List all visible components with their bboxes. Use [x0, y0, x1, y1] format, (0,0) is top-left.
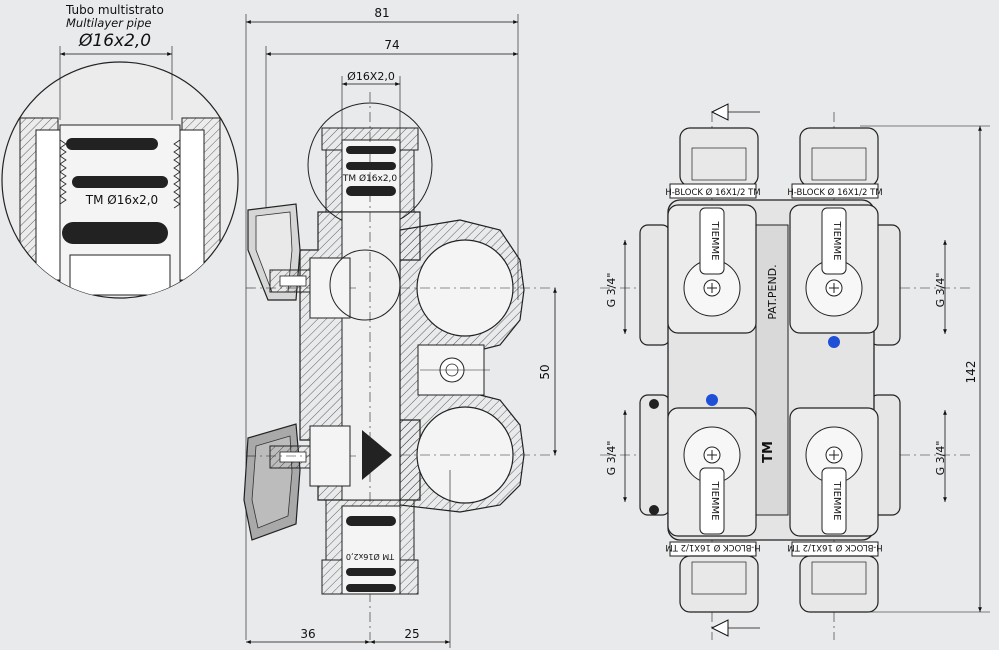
- brand-bottom-right: TIEMME: [831, 481, 842, 521]
- pipe-detail-magnifier: TM Ø16x2,0: [1, 46, 239, 299]
- brand-top-right: TIEMME: [831, 221, 842, 261]
- brand-bottom-left: TIEMME: [709, 481, 720, 521]
- front-view: 142 G 3/4" G 3/4" G 3/4" G 3/4" PAT.PEND…: [600, 103, 990, 640]
- detail-title-english: Multilayer pipe: [66, 16, 152, 30]
- brand-top-left: TIEMME: [709, 221, 720, 261]
- thread-label-top-right: G 3/4": [934, 273, 947, 308]
- block-label-bottom-left: H-BLOCK Ø 16X1/2 TM: [665, 542, 760, 553]
- blue-marker-dot: [706, 394, 718, 406]
- section-view: 81 74 Ø16X2,0 TM Ø16x2,0: [243, 6, 560, 648]
- dim-center-distance: 50: [538, 364, 552, 379]
- dim-right-offset: 25: [404, 627, 419, 641]
- dim-total-height: 142: [964, 361, 978, 384]
- block-label-top-left: H-BLOCK Ø 16X1/2 TM: [665, 187, 760, 198]
- patent-pending-text: PAT.PEND.: [766, 264, 779, 319]
- dim-left-offset: 36: [300, 627, 315, 641]
- thread-label-bottom-right: G 3/4": [934, 441, 947, 476]
- section-pipe-mark-top: TM Ø16x2,0: [342, 173, 398, 184]
- dim-overall-width: 81: [374, 6, 389, 20]
- blue-marker-dot: [828, 336, 840, 348]
- tm-logo: TM: [761, 441, 776, 463]
- detail-pipe-mark: TM Ø16x2,0: [85, 193, 158, 207]
- thread-label-top-left: G 3/4": [605, 273, 618, 308]
- detail-pipe-size: Ø16x2,0: [79, 31, 152, 51]
- thread-label-bottom-left: G 3/4": [605, 441, 618, 476]
- detail-title-italian: Tubo multistrato: [66, 3, 164, 17]
- dim-pipe-diameter: Ø16X2,0: [347, 70, 395, 83]
- block-label-bottom-right: H-BLOCK Ø 16X1/2 TM: [787, 542, 882, 553]
- section-pipe-mark-bottom: TM Ø16x2,0: [346, 552, 395, 562]
- block-label-top-right: H-BLOCK Ø 16X1/2 TM: [787, 187, 882, 198]
- dim-inner-width: 74: [384, 38, 399, 52]
